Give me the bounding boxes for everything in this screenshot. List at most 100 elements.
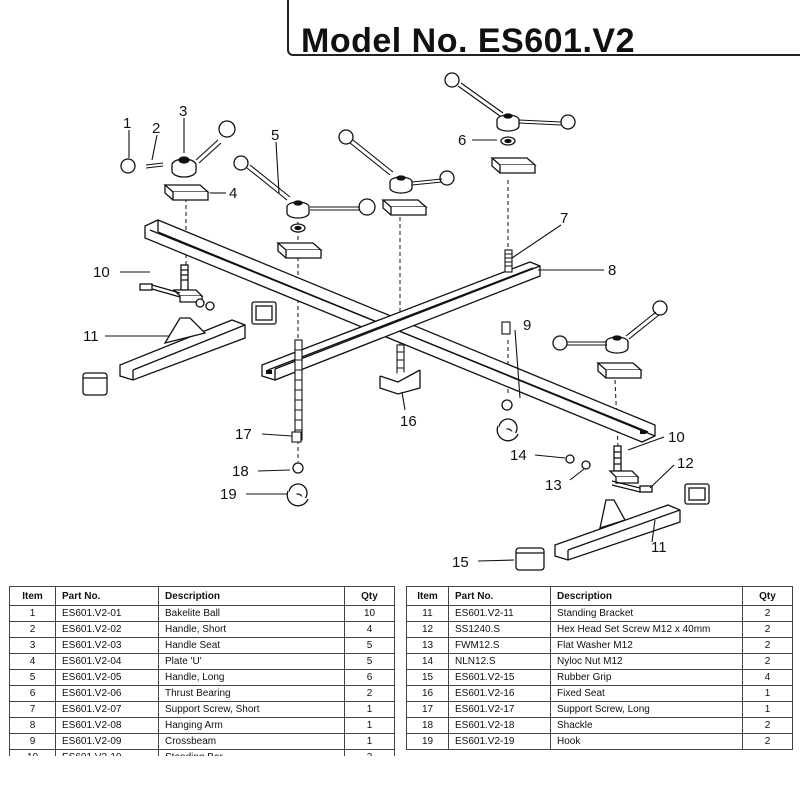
cell-description: Hex Head Set Screw M12 x 40mm [550,621,743,638]
fixed-seat [379,369,421,395]
header-part-no: Part No. [448,586,551,606]
cell-description: Handle, Short [158,621,345,638]
callout-13: 13 [545,477,562,494]
cell-item: 12 [406,621,449,638]
cell-description: Flat Washer M12 [550,637,743,654]
cell-part-no: ES601.V2-19 [448,733,551,750]
cell-item: 8 [9,717,56,734]
cell-part-no: ES601.V2-17 [448,701,551,718]
cell-item: 5 [9,669,56,686]
shackles-hooks [286,399,519,507]
callout-labels: 1 2 3 4 5 6 7 8 9 10 10 11 11 12 13 14 1… [83,103,694,571]
cell-qty: 2 [742,605,793,622]
cell-part-no: ES601.V2-08 [55,717,159,734]
cell-description: Hanging Arm [158,717,345,734]
cell-qty: 2 [344,685,395,702]
callout-2: 2 [152,120,160,137]
cell-part-no: ES601.V2-03 [55,637,159,654]
callout-19: 19 [220,486,237,503]
cell-item: 17 [406,701,449,718]
callout-4: 4 [229,185,237,202]
rubber-grips [82,301,710,571]
u-plates [163,157,643,379]
cell-part-no: ES601.V2-09 [55,733,159,750]
header-qty: Qty [742,586,793,606]
callout-6: 6 [458,132,466,149]
callout-16: 16 [400,413,417,430]
cell-description: Bakelite Ball [158,605,345,622]
cell-qty: 1 [344,701,395,718]
cell-description: Handle Seat [158,637,345,654]
thrust-bearings [290,136,516,233]
hanging-arm [261,261,541,381]
cell-description: Support Screw, Short [158,701,345,718]
cell-item: 4 [9,653,56,670]
cell-qty: 1 [344,733,395,750]
cell-description: Standing Bracket [550,605,743,622]
fasteners [139,283,653,493]
cell-part-no: ES601.V2-02 [55,621,159,638]
cell-item: 11 [406,605,449,622]
header-item: Item [9,586,56,606]
callout-17: 17 [235,426,252,443]
cell-part-no: NLN12.S [448,653,551,670]
callout-14: 14 [510,447,527,464]
cell-part-no: ES601.V2-01 [55,605,159,622]
cell-description: Plate 'U' [158,653,345,670]
header-description: Description [550,586,743,606]
cell-description: Crossbeam [158,733,345,750]
callout-11-right: 11 [651,539,667,556]
cell-part-no: ES601.V2-06 [55,685,159,702]
cell-item: 6 [9,685,56,702]
leader-lines [105,118,675,562]
header-description: Description [158,586,345,606]
cell-item: 15 [406,669,449,686]
cell-qty: 2 [742,637,793,654]
cell-qty: 10 [344,605,395,622]
cell-description: Nyloc Nut M12 [550,653,743,670]
cell-part-no: ES601.V2-04 [55,653,159,670]
cell-description: Fixed Seat [550,685,743,702]
cell-qty: 2 [742,621,793,638]
callout-10-left: 10 [93,264,110,281]
callout-5: 5 [271,127,279,144]
cell-description: Support Screw, Long [550,701,743,718]
cell-item: 13 [406,637,449,654]
cell-item: 9 [9,733,56,750]
cell-part-no: ES601.V2-11 [448,605,551,622]
header-item: Item [406,586,449,606]
cell-part-no: ES601.V2-16 [448,685,551,702]
cell-qty: 4 [344,621,395,638]
screws [291,249,513,443]
cell-part-no: ES601.V2-18 [448,717,551,734]
cell-qty: 4 [742,669,793,686]
cell-item: 3 [9,637,56,654]
cell-qty: 2 [742,653,793,670]
cell-description: Thrust Bearing [158,685,345,702]
cell-qty: 5 [344,637,395,654]
callout-12: 12 [677,455,694,472]
callout-15: 15 [452,554,469,571]
callout-11-left: 11 [83,328,99,345]
cell-part-no: ES601.V2-05 [55,669,159,686]
cell-item: 7 [9,701,56,718]
callout-8: 8 [608,262,616,279]
callout-7: 7 [560,210,568,227]
cell-qty: 1 [742,701,793,718]
